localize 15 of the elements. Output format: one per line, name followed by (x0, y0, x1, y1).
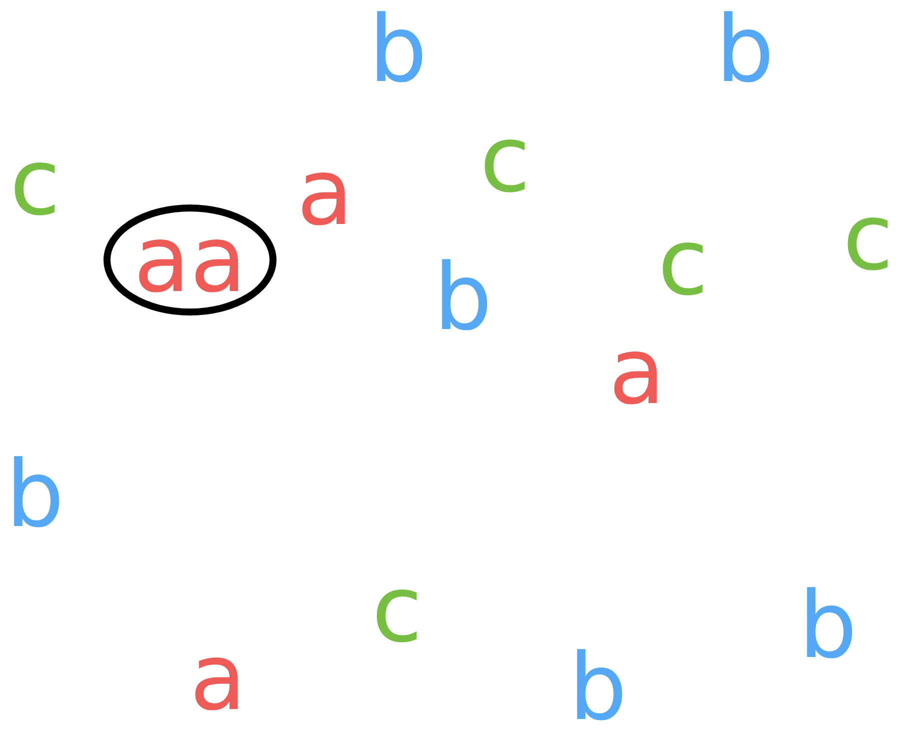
letter: a (296, 147, 354, 239)
circled-letters: aa (103, 204, 277, 316)
letter: b (798, 580, 858, 672)
letter: a (190, 632, 246, 724)
letter: a (608, 326, 666, 418)
letter: b (568, 642, 628, 734)
letter: c (480, 114, 530, 206)
letter: c (842, 192, 894, 284)
letter: c (10, 137, 60, 229)
letter: b (6, 449, 64, 541)
letter: c (658, 217, 708, 309)
letter: b (368, 4, 428, 96)
letter: c (372, 564, 422, 656)
letter: b (716, 4, 774, 96)
letter: b (434, 252, 492, 344)
